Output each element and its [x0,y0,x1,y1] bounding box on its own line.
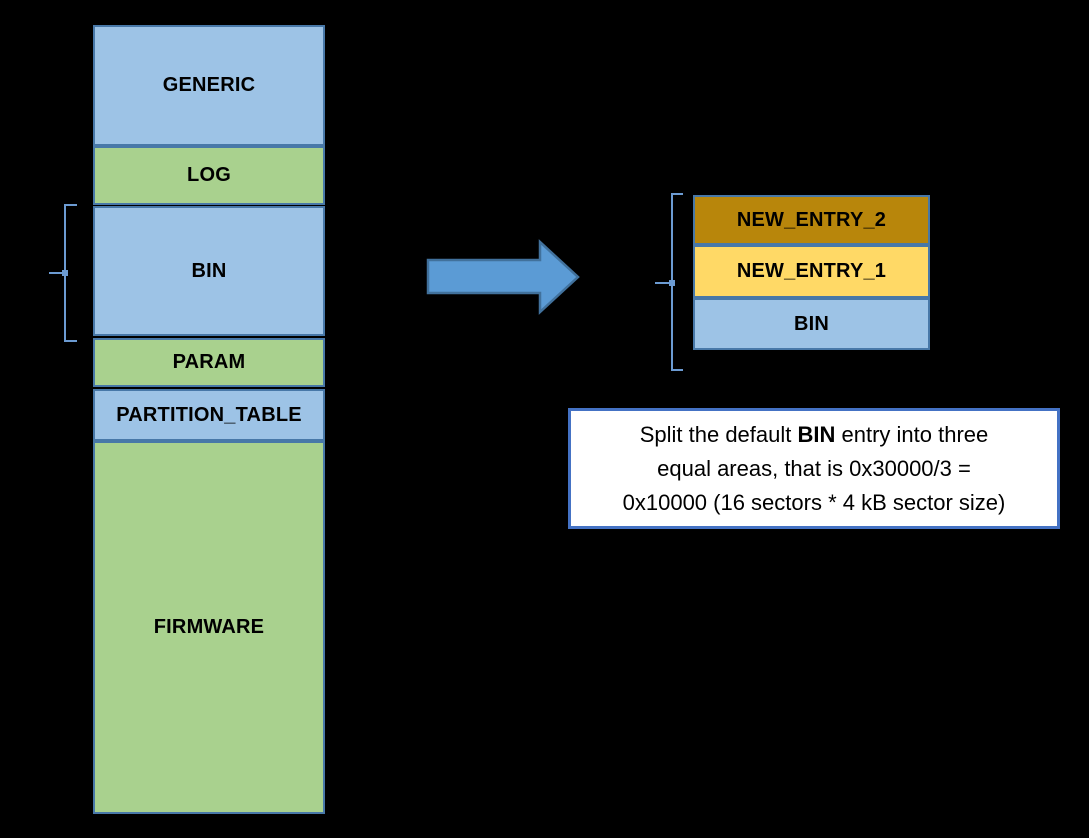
partition-block: NEW_ENTRY_2 [693,195,930,245]
partition-label: NEW_ENTRY_2 [736,208,887,231]
note-text: Split the default [639,421,798,447]
note-line: 0x10000 (16 sectors * 4 kB sector size) [623,486,1006,520]
partition-label: PARAM [172,351,246,373]
partition-label: GENERIC [162,74,256,96]
note-text: equal areas, that is 0x30000/3 = [657,455,971,481]
partition-label: FIRMWARE [153,616,265,638]
partition-block: GENERIC [93,25,325,146]
partition-block: BIN [693,298,930,350]
partition-block: LOG [93,146,325,205]
partition-label: BIN [191,259,227,282]
right-brace-icon [655,193,683,371]
note-text: entry into three [835,421,989,447]
note-line: Split the default BIN entry into three [640,418,989,452]
left-partition-stack: GENERIC LOG BIN PARAM PARTITION_TABLE FIRMWAR… [93,25,325,814]
partition-block: PARAM [93,338,325,387]
left-brace-icon [49,204,77,342]
partition-label: NEW_ENTRY_1 [736,260,887,282]
note-line: equal areas, that is 0x30000/3 = [657,452,971,486]
partition-block: PARTITION_TABLE [93,389,325,441]
note-text: 0x10000 (16 sectors * 4 kB sector size) [622,489,1006,515]
right-arrow-icon [426,239,580,315]
partition-label: LOG [187,164,231,186]
partition-block: BIN [93,206,325,336]
note-bold-text: BIN [797,421,836,447]
partition-block: FIRMWARE [93,441,325,814]
partition-label: PARTITION_TABLE [116,403,302,426]
partition-label: BIN [793,312,830,335]
partition-block: NEW_ENTRY_1 [693,245,930,298]
note-box: Split the default BIN entry into three eq… [568,408,1060,529]
